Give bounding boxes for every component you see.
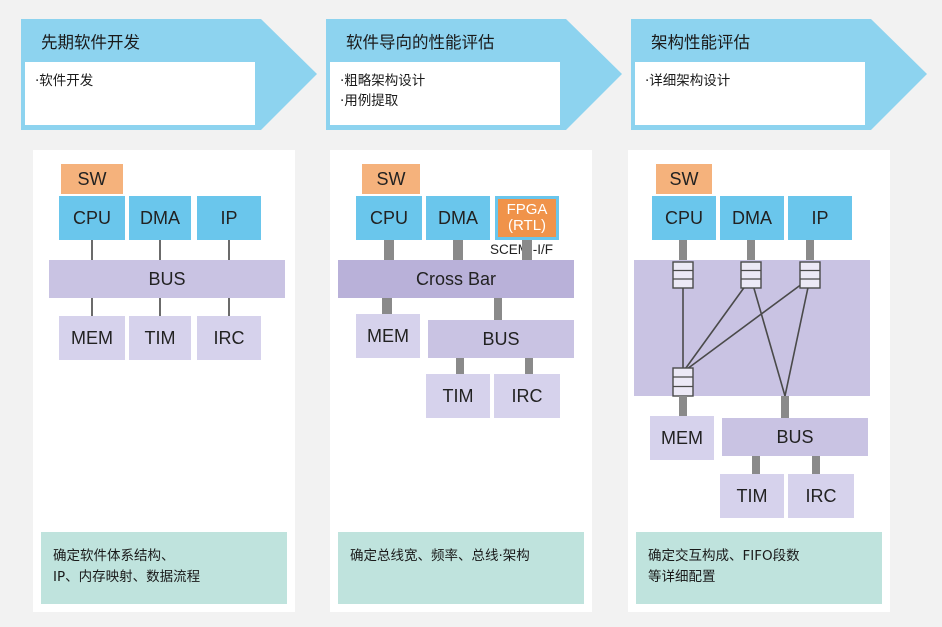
ip-block: IP: [788, 196, 852, 240]
mem-block: MEM: [59, 316, 125, 360]
panel-1: SW CPU DMA IP BUS MEM TIM IRC 确定软件体系结构、 …: [33, 150, 295, 612]
tim-block: TIM: [129, 316, 191, 360]
dma-block: DMA: [426, 196, 490, 240]
ip-block: IP: [197, 196, 261, 240]
scemi-if-label: SCEMI-I/F: [490, 242, 553, 257]
connector-thick: [494, 298, 502, 322]
panel-3: SW CPU DMA IP: [628, 150, 890, 612]
note-line: 确定总线宽、频率、总线·架构: [350, 548, 530, 564]
sw-block: SW: [656, 164, 712, 194]
stage-desc-item: ·用例提取: [340, 93, 399, 109]
sw-block: SW: [61, 164, 123, 194]
irc-block: IRC: [788, 474, 854, 518]
cpu-block: CPU: [356, 196, 422, 240]
fpga-rtl-block: FPGA (RTL): [495, 196, 559, 240]
fifo-buffer-cpu: [672, 261, 694, 289]
panel-2: SW CPU DMA FPGA (RTL) SCEMI-I/F Cross Ba…: [330, 150, 592, 612]
rtl-label: (RTL): [507, 217, 547, 234]
connector-thick: [812, 456, 820, 474]
stage-desc-1: ·软件开发: [25, 62, 255, 125]
connector-thick: [384, 240, 394, 260]
connector-thick: [525, 358, 533, 374]
irc-block: IRC: [197, 316, 261, 360]
panel-note-1: 确定软件体系结构、 IP、内存映射、数据流程: [41, 532, 287, 604]
bus-block: BUS: [49, 260, 285, 298]
connector-thick: [456, 358, 464, 374]
dma-block: DMA: [129, 196, 191, 240]
connector-line: [159, 240, 161, 262]
cpu-block: CPU: [652, 196, 716, 240]
note-line: 等详细配置: [648, 569, 716, 585]
panel-note-2: 确定总线宽、频率、总线·架构: [338, 532, 584, 604]
mem-block: MEM: [356, 314, 420, 358]
connector-thick: [453, 240, 463, 260]
mem-block: MEM: [650, 416, 714, 460]
connector-thick: [806, 240, 814, 260]
connector-line: [91, 298, 93, 318]
stage-title-1: 先期软件开发: [41, 33, 140, 52]
tim-block: TIM: [720, 474, 784, 518]
bus-block: BUS: [428, 320, 574, 358]
connector-thick: [679, 240, 687, 260]
connector-line: [91, 240, 93, 262]
connector-line: [228, 298, 230, 318]
tim-block: TIM: [426, 374, 490, 418]
connector-line: [228, 240, 230, 262]
irc-block: IRC: [494, 374, 560, 418]
bus-block: BUS: [722, 418, 868, 456]
connector-thick: [522, 240, 532, 260]
dma-block: DMA: [720, 196, 784, 240]
stage-desc-item: ·详细架构设计: [645, 73, 731, 89]
fifo-buffer-ip: [799, 261, 821, 289]
fifo-buffer-dma: [740, 261, 762, 289]
sw-block: SW: [362, 164, 420, 194]
stage-desc-item: ·软件开发: [35, 73, 94, 89]
stage-arrow-3: 架构性能评估 ·详细架构设计: [631, 19, 927, 130]
connector-thick: [747, 240, 755, 260]
fpga-label: FPGA: [506, 201, 548, 218]
connector-line: [159, 298, 161, 318]
connector-thick: [382, 298, 392, 316]
note-line: IP、内存映射、数据流程: [53, 569, 201, 585]
stage-desc-item: ·粗略架构设计: [340, 73, 426, 89]
interconnect-wiring: [672, 240, 821, 474]
cpu-block: CPU: [59, 196, 125, 240]
stage-arrow-1: 先期软件开发 ·软件开发: [21, 19, 317, 130]
connector-thick: [752, 456, 760, 474]
stage-arrow-2: 软件导向的性能评估 ·粗略架构设计 ·用例提取: [326, 19, 622, 130]
connector-thick: [781, 396, 789, 418]
stage-title-2: 软件导向的性能评估: [346, 33, 495, 52]
crossbar-routing-lines: [682, 277, 811, 397]
stage-title-3: 架构性能评估: [651, 33, 750, 52]
fifo-buffer-mem: [672, 367, 694, 397]
panel-note-3: 确定交互构成、FIFO段数 等详细配置: [636, 532, 882, 604]
note-line: 确定交互构成、FIFO段数: [648, 548, 800, 564]
crossbar-block: Cross Bar: [338, 260, 574, 298]
connector-thick: [679, 396, 687, 416]
stage-desc-3: ·详细架构设计: [635, 62, 865, 125]
stage-desc-2: ·粗略架构设计 ·用例提取: [330, 62, 560, 125]
note-line: 确定软件体系结构、: [53, 548, 175, 564]
